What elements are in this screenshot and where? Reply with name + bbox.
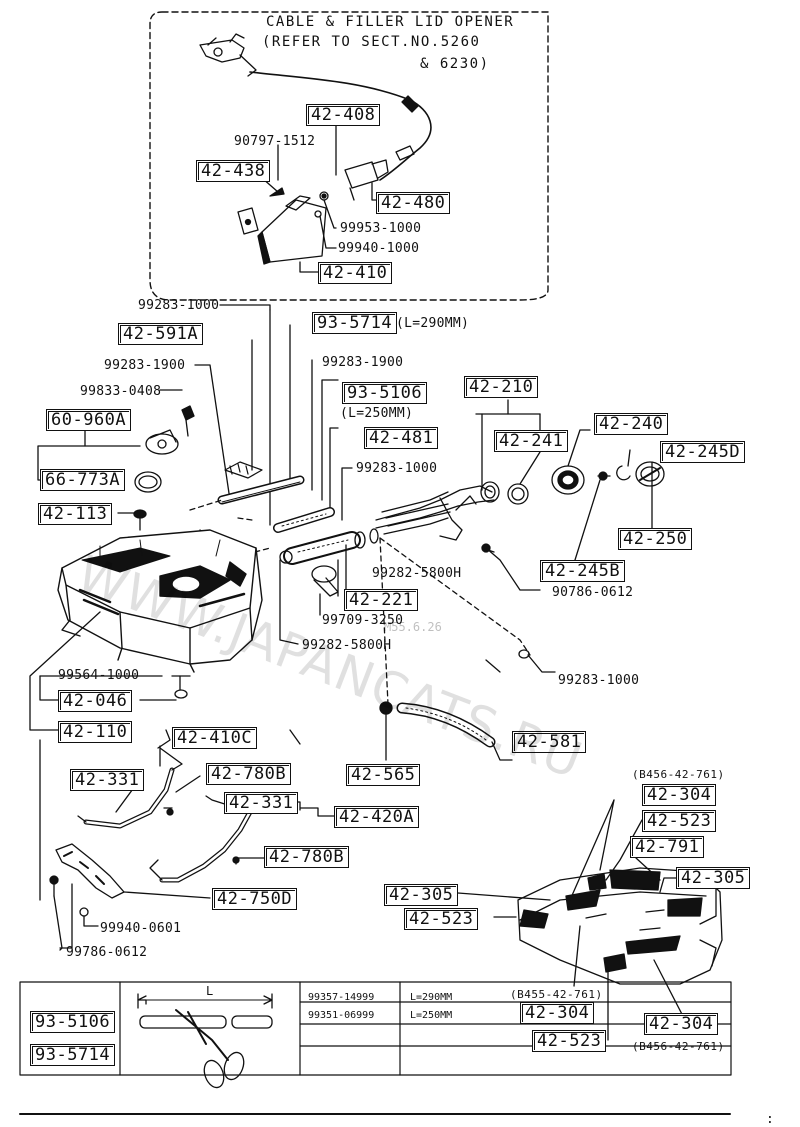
callout-93-5714[interactable]: 93-5714 bbox=[312, 312, 398, 334]
callout-42-331-b[interactable]: 42-331 bbox=[224, 792, 299, 814]
header-note-line2: (REFER TO SECT.NO.5260 bbox=[262, 34, 481, 50]
part-99940-0601: 99940-0601 bbox=[100, 921, 182, 936]
callout-42-113[interactable]: 42-113 bbox=[38, 503, 113, 525]
callout-42-523-a[interactable]: 42-523 bbox=[642, 810, 717, 832]
callout-42-565[interactable]: 42-565 bbox=[346, 764, 421, 786]
callout-42-420A[interactable]: 42-420A bbox=[334, 806, 420, 828]
part-99283-1900-b: 99283-1900 bbox=[322, 355, 404, 370]
callout-42-780B-a[interactable]: 42-780B bbox=[206, 763, 292, 785]
band-clamp bbox=[311, 565, 339, 597]
hose-length-290: (L=290MM) bbox=[396, 316, 470, 331]
table-callout-93-5106[interactable]: 93-5106 bbox=[30, 1011, 116, 1033]
callout-42-304-a[interactable]: 42-304 bbox=[642, 784, 717, 806]
callout-42-250[interactable]: 42-250 bbox=[618, 528, 693, 550]
callout-42-110[interactable]: 42-110 bbox=[58, 721, 133, 743]
part-99282-5800H-a: 99282-5800H bbox=[372, 566, 462, 581]
part-99833-0408: 99833-0408 bbox=[80, 384, 162, 399]
callout-42-245B[interactable]: 42-245B bbox=[540, 560, 626, 582]
part-99709-3250: 99709-3250 bbox=[322, 613, 404, 628]
opener-group-outline bbox=[149, 11, 549, 301]
callout-42-241[interactable]: 42-241 bbox=[494, 430, 569, 452]
callout-42-410C[interactable]: 42-410C bbox=[172, 727, 258, 749]
part-99940-1000: 99940-1000 bbox=[338, 241, 420, 256]
watermark-tag: M55.6.26 bbox=[384, 620, 442, 634]
ref-b455: (B455-42-761) bbox=[510, 988, 603, 1001]
lid-lock-actuator bbox=[344, 159, 389, 201]
part-99282-5800H-b: 99282-5800H bbox=[302, 638, 392, 653]
table-row-1-length: L=290MM bbox=[410, 992, 453, 1003]
callout-42-438[interactable]: 42-438 bbox=[196, 160, 271, 182]
tank-bracket bbox=[55, 843, 125, 899]
callout-42-481[interactable]: 42-481 bbox=[364, 427, 439, 449]
callout-42-791[interactable]: 42-791 bbox=[630, 836, 705, 858]
part-99283-1000-c: 99283-1000 bbox=[558, 673, 640, 688]
callout-42-221[interactable]: 42-221 bbox=[344, 589, 419, 611]
footer-mark: : bbox=[766, 1112, 775, 1127]
callout-42-331-a[interactable]: 42-331 bbox=[70, 769, 145, 791]
part-90786-0612: 90786-0612 bbox=[552, 585, 634, 600]
callout-42-523-b[interactable]: 42-523 bbox=[404, 908, 479, 930]
callout-42-523-c[interactable]: 42-523 bbox=[532, 1030, 607, 1052]
ref-b456-a: (B456-42-761) bbox=[632, 768, 725, 781]
part-99953-1000: 99953-1000 bbox=[340, 221, 422, 236]
filler-cap bbox=[635, 461, 665, 487]
filler-lid bbox=[257, 195, 327, 265]
part-99786-0612: 99786-0612 bbox=[66, 945, 148, 960]
callout-42-408[interactable]: 42-408 bbox=[306, 104, 381, 126]
callout-42-480[interactable]: 42-480 bbox=[376, 192, 451, 214]
ref-b456-b: (B456-42-761) bbox=[632, 1040, 725, 1053]
table-row-2-part: 99351-06999 bbox=[308, 1010, 375, 1021]
filler-ring bbox=[551, 465, 585, 495]
hose-clips bbox=[224, 461, 263, 479]
part-99283-1900-a: 99283-1900 bbox=[104, 358, 186, 373]
callout-93-5106[interactable]: 93-5106 bbox=[342, 382, 428, 404]
callout-42-210[interactable]: 42-210 bbox=[464, 376, 539, 398]
callout-42-305-a[interactable]: 42-305 bbox=[676, 867, 751, 889]
callout-42-410[interactable]: 42-410 bbox=[318, 262, 393, 284]
callout-66-773A[interactable]: 66-773A bbox=[40, 469, 126, 491]
tank-strap-front bbox=[77, 747, 183, 829]
callout-42-305-b[interactable]: 42-305 bbox=[384, 884, 459, 906]
callout-42-304-c[interactable]: 42-304 bbox=[644, 1013, 719, 1035]
fuel-tank bbox=[57, 529, 263, 673]
callout-42-581[interactable]: 42-581 bbox=[512, 731, 587, 753]
scissors-illustration bbox=[137, 993, 273, 1089]
part-99564-1000: 99564-1000 bbox=[58, 668, 140, 683]
table-dim-label: L bbox=[206, 984, 214, 998]
hose-length-250: (L=250MM) bbox=[340, 406, 414, 421]
table-callout-93-5714[interactable]: 93-5714 bbox=[30, 1044, 116, 1066]
filler-neck-pipe bbox=[375, 485, 495, 541]
header-note-line3: & 6230) bbox=[420, 56, 490, 72]
lid-hinge bbox=[237, 207, 259, 235]
filler-gasket-a bbox=[480, 481, 500, 503]
callout-42-240[interactable]: 42-240 bbox=[594, 413, 669, 435]
fuel-pump-unit bbox=[134, 405, 195, 493]
hose-length-table bbox=[19, 981, 732, 1076]
callout-42-780B-b[interactable]: 42-780B bbox=[264, 846, 350, 868]
callout-42-046[interactable]: 42-046 bbox=[58, 690, 133, 712]
callout-60-960A[interactable]: 60-960A bbox=[46, 409, 132, 431]
grommet-113 bbox=[133, 509, 147, 519]
part-99283-1000-b: 99283-1000 bbox=[356, 461, 438, 476]
callout-42-591A[interactable]: 42-591A bbox=[118, 323, 204, 345]
filler-lid-opener-lever bbox=[199, 33, 257, 77]
opener-cable bbox=[249, 71, 432, 181]
table-row-1-part: 99357-14999 bbox=[308, 992, 375, 1003]
table-row-2-length: L=250MM bbox=[410, 1010, 453, 1021]
callout-42-304-b[interactable]: 42-304 bbox=[520, 1002, 595, 1024]
callout-42-750D[interactable]: 42-750D bbox=[212, 888, 298, 910]
callout-42-245D[interactable]: 42-245D bbox=[660, 441, 746, 463]
header-note-line1: CABLE & FILLER LID OPENER bbox=[266, 14, 515, 30]
tank-underbody-insulators bbox=[517, 867, 723, 985]
filler-gasket-b bbox=[507, 483, 529, 505]
part-90797-1512: 90797-1512 bbox=[234, 134, 316, 149]
part-99283-1000-a: 99283-1000 bbox=[138, 298, 220, 313]
